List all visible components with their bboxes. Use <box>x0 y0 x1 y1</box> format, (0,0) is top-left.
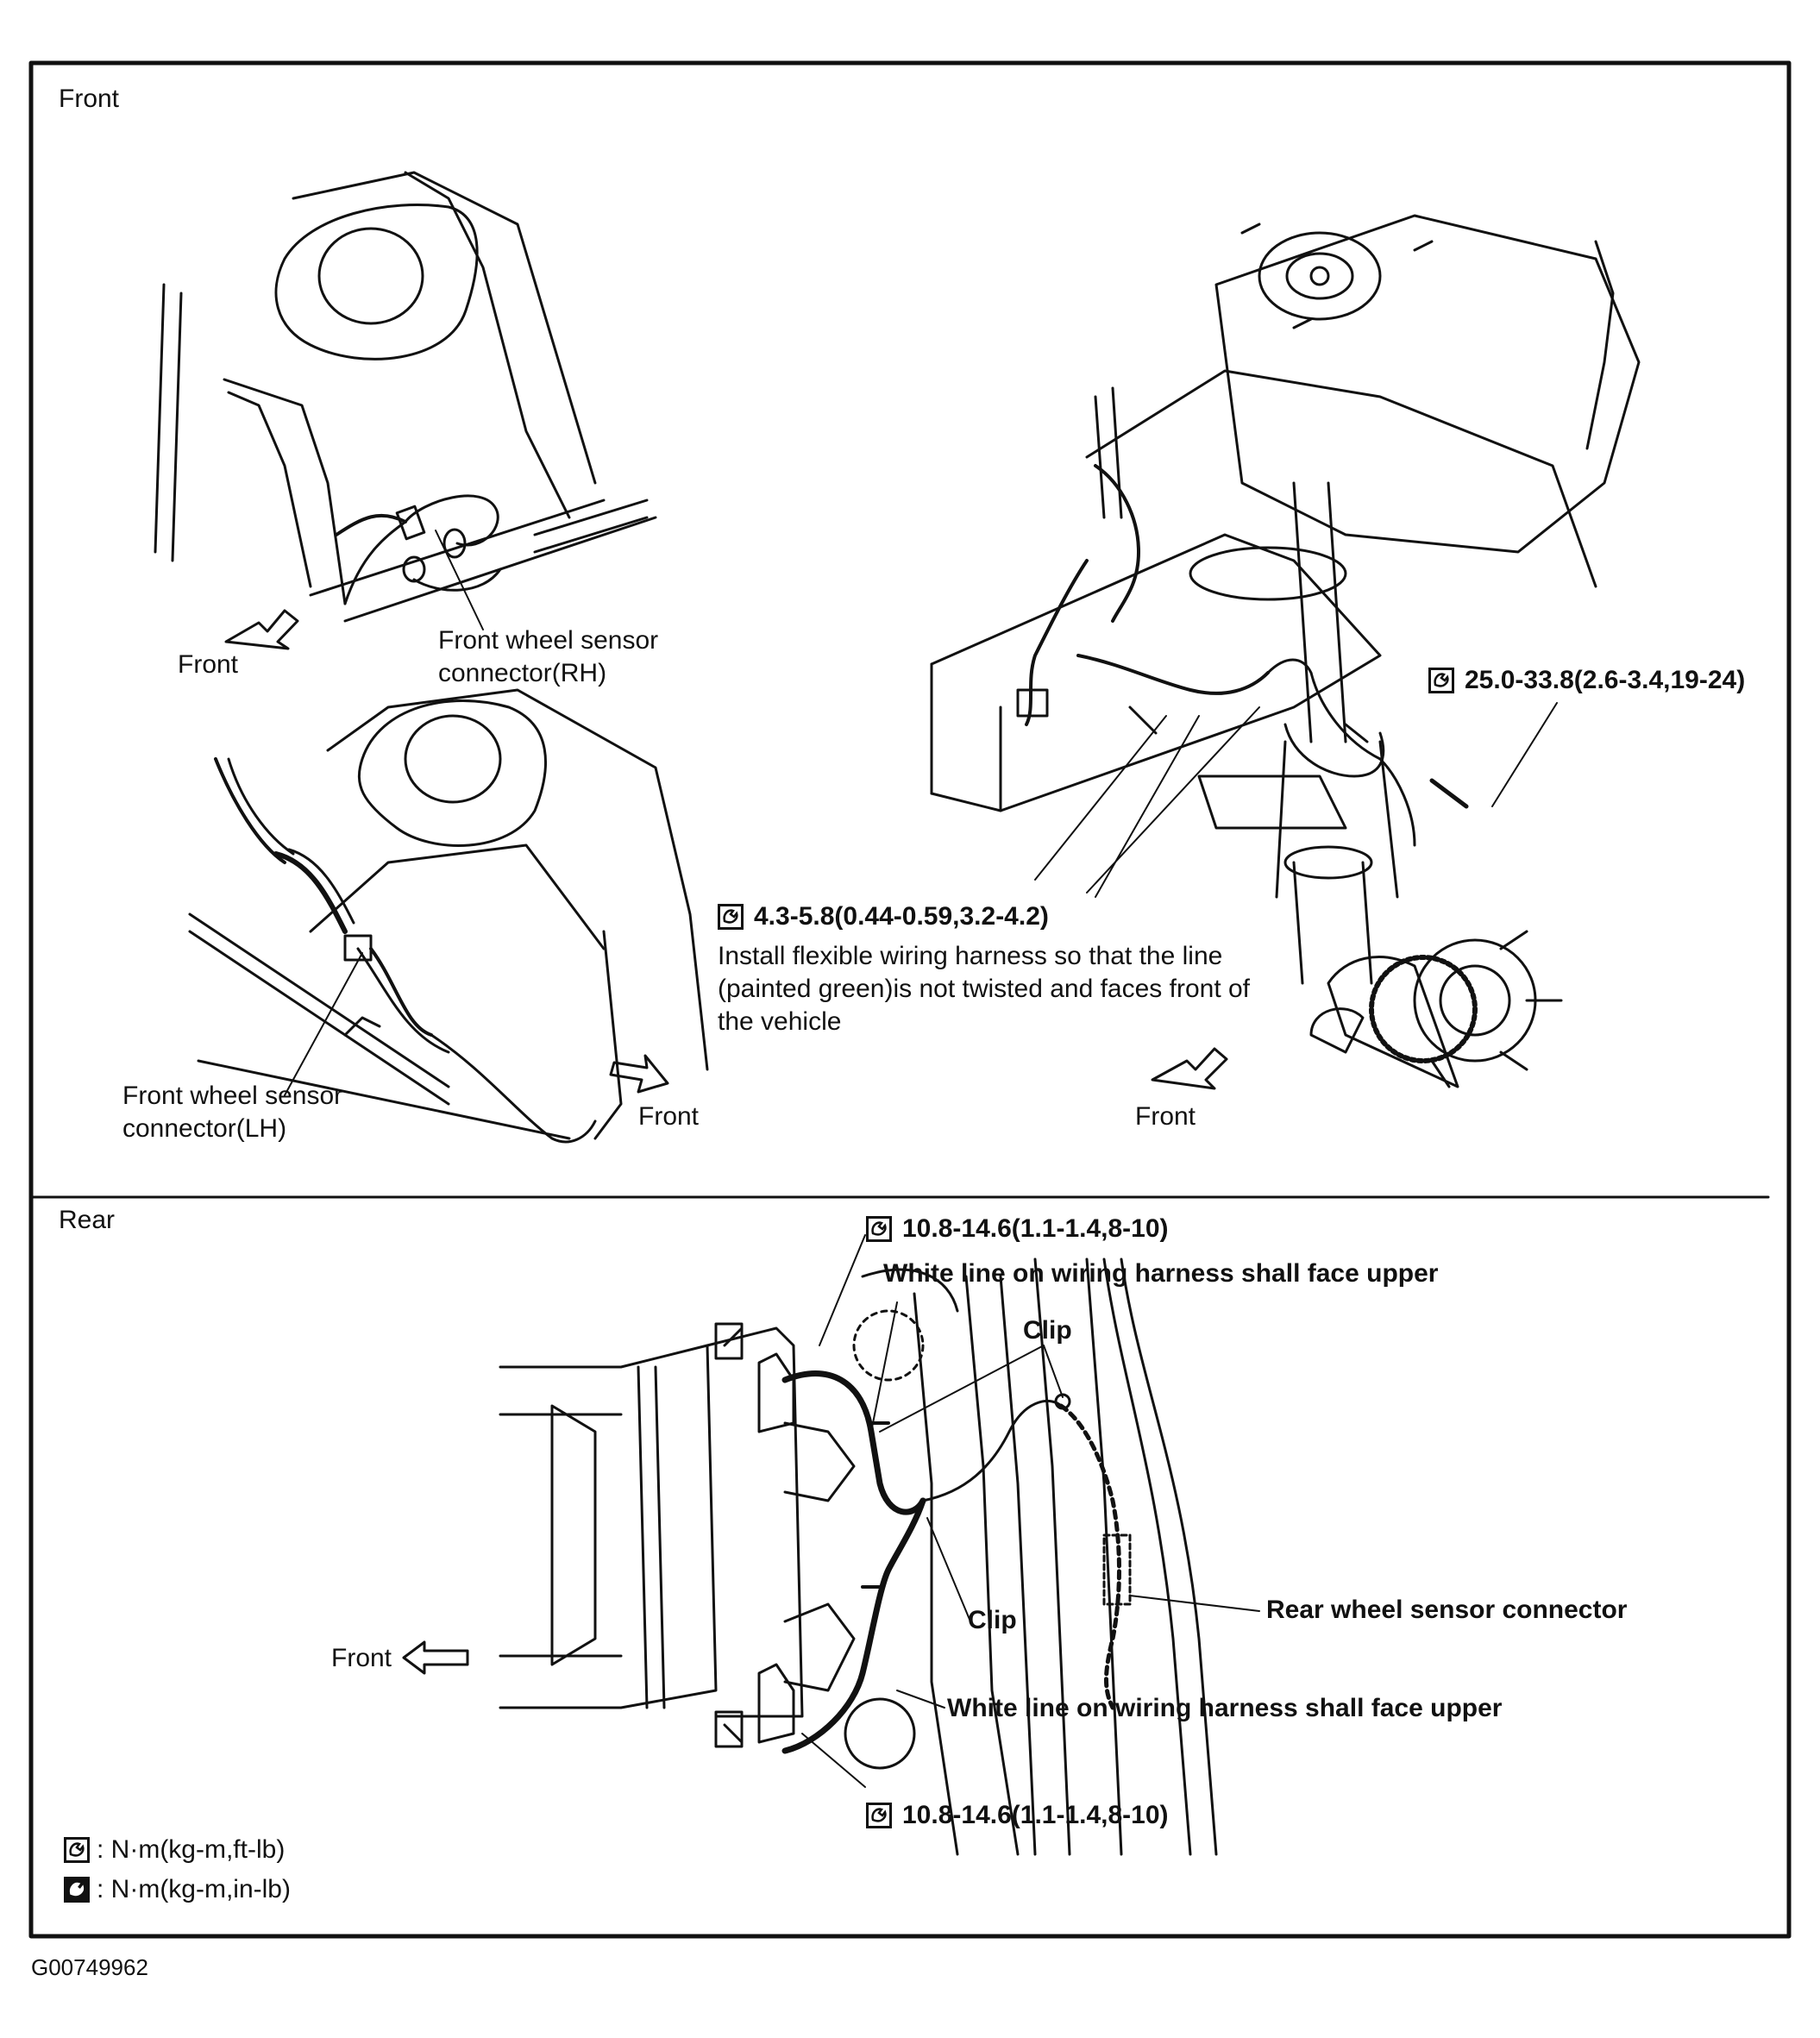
rear-torque-spec-top: 10.8-14.6(1.1-1.4,8-10) <box>866 1213 1169 1245</box>
figure-frame <box>28 60 1792 1939</box>
rear-torque-spec-bottom: 10.8-14.6(1.1-1.4,8-10) <box>866 1799 1169 1832</box>
front-rh-callout-line1: Front wheel sensor <box>438 626 659 655</box>
rear-clip-label-top: Clip <box>1023 1316 1072 1345</box>
rear-direction-label: Front <box>331 1644 392 1672</box>
rear-white-line-note-top: White line on wiring harness shall face … <box>883 1259 1439 1288</box>
legend-item-in-lb: : N·m(kg-m,in-lb) <box>64 1873 291 1906</box>
front-section-title: Front <box>59 85 120 113</box>
legend-item-ft-lb: : N·m(kg-m,ft-lb) <box>64 1834 285 1866</box>
wrench-torque-icon <box>64 1837 90 1863</box>
front-assembly-direction-label: Front <box>1135 1102 1196 1131</box>
torque-spec-lower: 4.3-5.8(0.44-0.59,3.2-4.2) <box>718 900 1049 933</box>
front-direction-arrow-icon-rh <box>224 609 299 650</box>
wrench-torque-icon <box>866 1216 892 1242</box>
torque-spec-upper: 25.0-33.8(2.6-3.4,19-24) <box>1428 664 1745 697</box>
front-lh-callout-line2: connector(LH) <box>122 1114 287 1143</box>
front-lh-callout-line1: Front wheel sensor <box>122 1082 343 1110</box>
rear-white-line-note-bottom: White line on wiring harness shall face … <box>947 1694 1503 1722</box>
front-direction-arrow-icon-rear <box>402 1640 469 1675</box>
figure-id: G00749962 <box>31 1954 148 1980</box>
front-rh-direction-label: Front <box>178 650 239 679</box>
rear-clip-label-bottom: Clip <box>968 1606 1017 1634</box>
front-rh-callout-line2: connector(RH) <box>438 659 607 687</box>
front-direction-arrow-icon-assembly <box>1151 1047 1228 1090</box>
rear-section-title: Rear <box>59 1206 116 1234</box>
wrench-torque-icon <box>718 904 744 930</box>
front-suspension-illustration <box>930 214 1641 1088</box>
rear-wheel-sensor-connector-label: Rear wheel sensor connector <box>1266 1596 1628 1624</box>
harness-install-note: Install flexible wiring harness so that … <box>718 942 1251 1036</box>
wrench-torque-icon <box>1428 668 1454 693</box>
wrench-torque-filled-icon <box>64 1877 90 1903</box>
wrench-torque-icon <box>866 1803 892 1828</box>
front-rh-illustration <box>154 171 657 630</box>
rear-illustration <box>499 1234 1260 1856</box>
front-lh-illustration <box>188 688 709 1144</box>
front-direction-arrow-icon-lh <box>609 1054 669 1094</box>
front-lh-direction-label: Front <box>638 1102 700 1131</box>
